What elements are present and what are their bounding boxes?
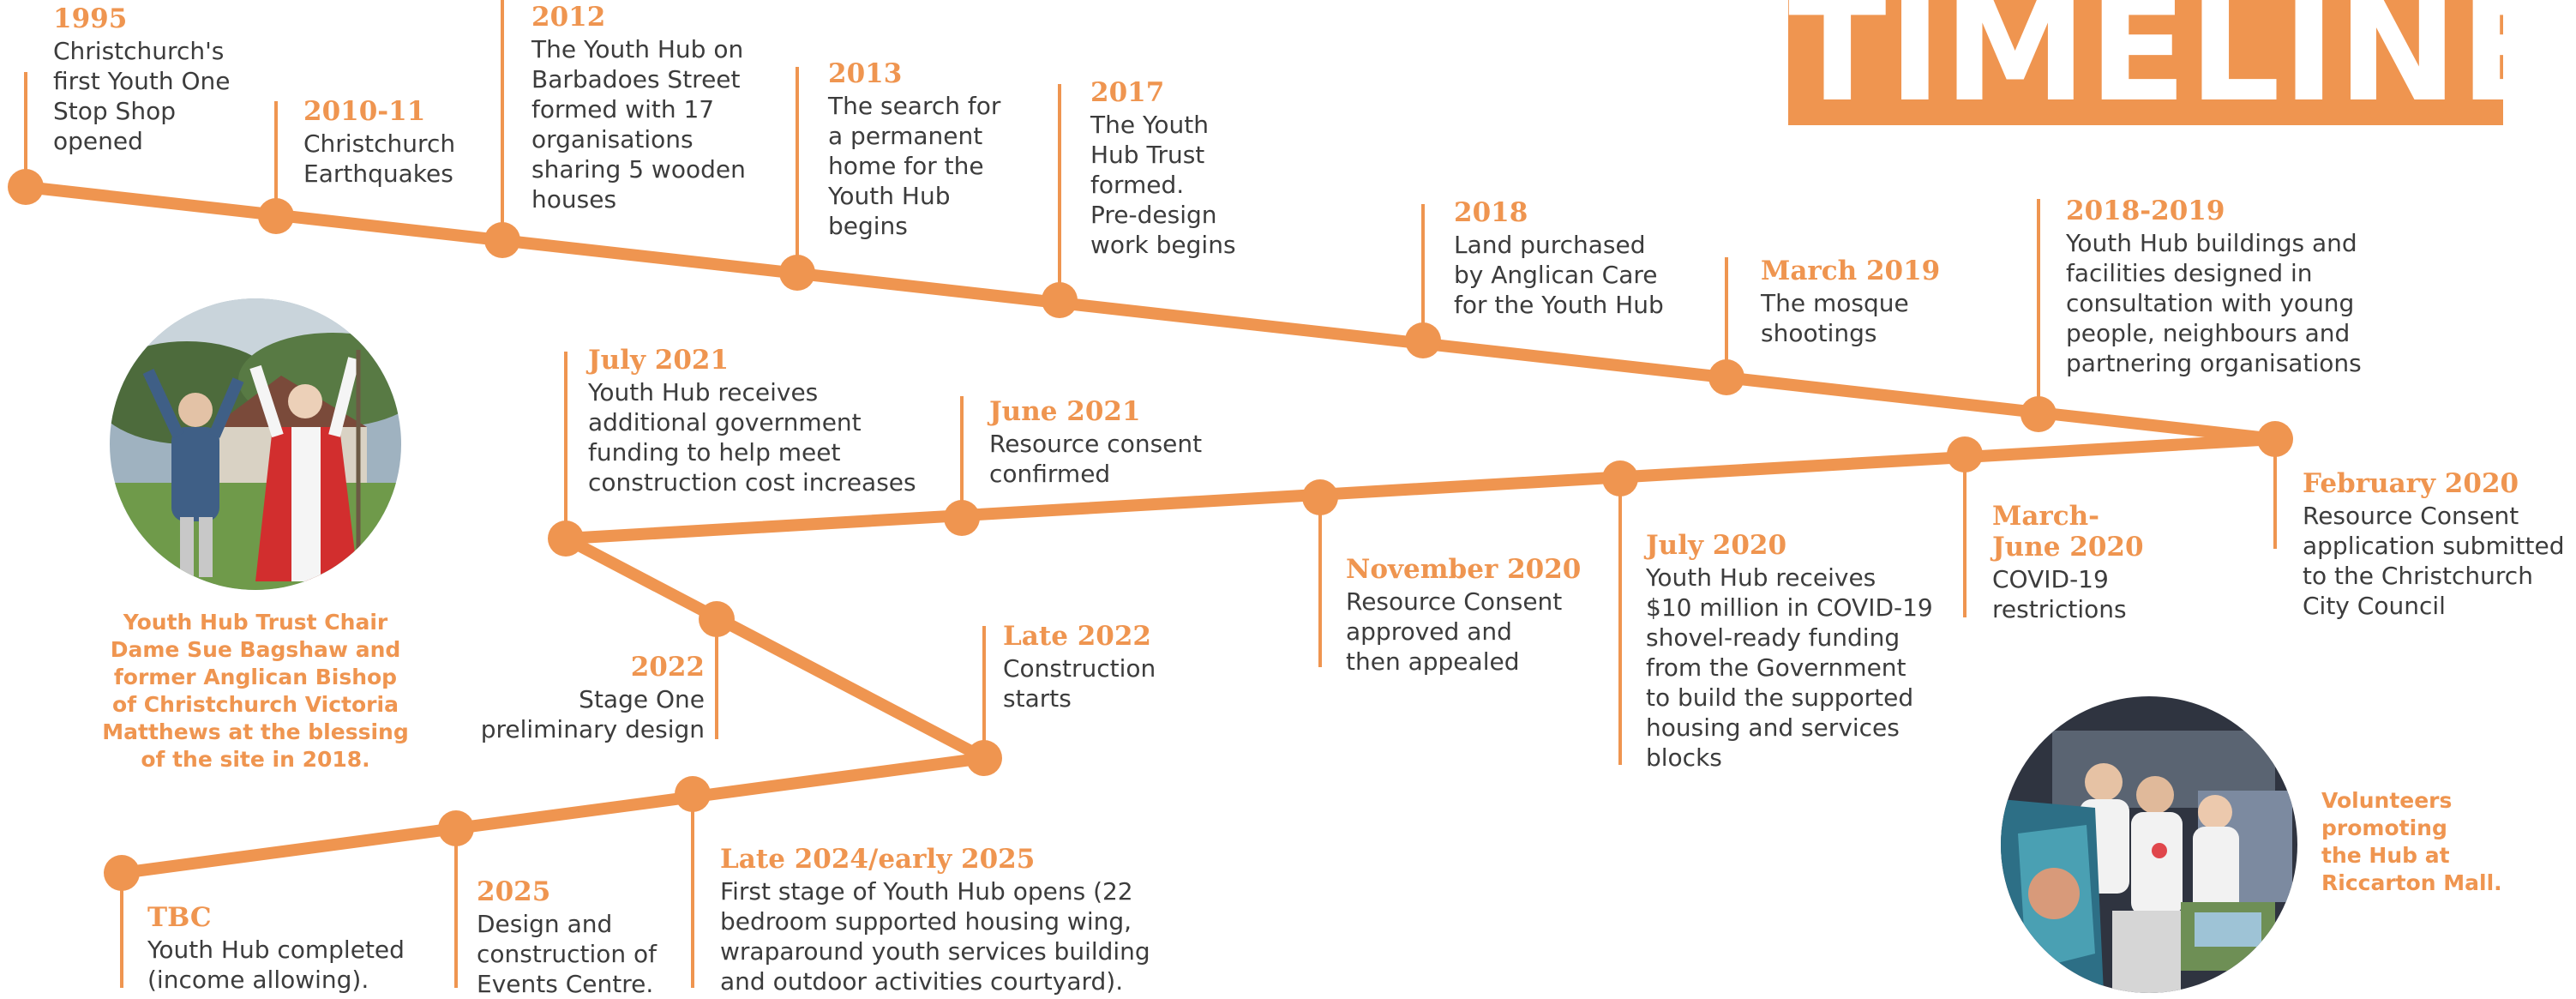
timeline-dot	[699, 601, 735, 637]
event-label: March 2019	[1761, 256, 1941, 286]
event-description: First stage of Youth Hub opens (22 bedro…	[720, 877, 1150, 996]
timeline-dot	[1042, 282, 1078, 318]
timeline-dot	[484, 222, 520, 258]
blessing-caption: Youth Hub Trust Chair Dame Sue Bagshaw a…	[102, 610, 409, 772]
timeline-dot	[8, 169, 44, 205]
event-label: February 2020	[2303, 468, 2519, 499]
event-description: Youth Hub completed (income allowing).	[147, 936, 405, 994]
event-1995: 1995 Christchurch's first Youth One Stop…	[53, 3, 276, 156]
event-label: TBC	[147, 902, 212, 933]
timeline-dot	[1602, 460, 1638, 496]
event-2010-11: 2010-11 Christchurch Earthquakes	[303, 96, 509, 189]
event-march-2019: March 2019 The mosque shootings	[1761, 256, 1984, 348]
timeline-dot	[944, 500, 980, 536]
event-description: Design and construction of Events Centre…	[477, 910, 658, 998]
event-label: March- June 2020	[1992, 501, 2144, 563]
event-july-2020: July 2020 Youth Hub receives $10 million…	[1646, 530, 1955, 773]
event-description: The search for a permanent home for the …	[828, 92, 1001, 240]
event-description: Youth Hub receives $10 million in COVID-…	[1646, 563, 1933, 772]
event-2025: 2025 Design and construction of Events C…	[477, 876, 700, 999]
event-description: Land purchased by Anglican Care for the …	[1454, 231, 1664, 319]
event-description: Construction starts	[1003, 654, 1156, 713]
timeline-dot	[548, 521, 584, 557]
event-description: Resource consent confirmed	[989, 430, 1203, 488]
event-label: November 2020	[1346, 554, 1582, 585]
event-description: Christchurch Earthquakes	[303, 129, 456, 188]
event-label: June 2021	[989, 396, 1141, 427]
timeline-dot	[2257, 421, 2293, 457]
event-label: July 2020	[1646, 530, 1787, 561]
event-march-june-2020: March- June 2020 COVID-19 restrictions	[1992, 501, 2189, 624]
volunteers-photo	[2001, 696, 2297, 993]
event-description: The Youth Hub Trust formed. Pre-design w…	[1090, 111, 1236, 259]
timeline-dot	[1302, 479, 1338, 515]
timeline-dot	[779, 255, 815, 291]
event-description: Stage One preliminary design	[480, 685, 705, 743]
event-label: 2025	[477, 876, 551, 907]
event-description: COVID-19 restrictions	[1992, 565, 2127, 623]
event-label: 2018-2019	[2066, 196, 2225, 226]
timeline-dot	[2021, 396, 2057, 432]
event-july-2021: July 2021 Youth Hub receives additional …	[588, 345, 965, 497]
event-2022: 2022 Stage One preliminary design	[468, 652, 705, 744]
event-label: 2013	[828, 58, 903, 89]
event-description: Christchurch's first Youth One Stop Shop…	[53, 37, 231, 155]
page-title: TIMELINE	[1788, 0, 2503, 125]
event-late-2024-early-2025: Late 2024/early 2025 First stage of Yout…	[720, 844, 1200, 996]
event-label: 2010-11	[303, 96, 426, 127]
event-label: 1995	[53, 3, 128, 34]
event-label: Late 2024/early 2025	[720, 844, 1036, 875]
timeline-dot	[258, 198, 294, 234]
event-late-2022: Late 2022 Construction starts	[1003, 621, 1226, 713]
event-2018: 2018 Land purchased by Anglican Care for…	[1454, 197, 1737, 320]
blessing-photo	[110, 298, 401, 590]
timeline-dot	[1708, 359, 1744, 395]
volunteers-caption: Volunteers promoting the Hub at Riccarto…	[2321, 788, 2502, 895]
event-label: 2018	[1454, 197, 1528, 228]
event-description: The mosque shootings	[1761, 289, 1909, 347]
event-november-2020: November 2020 Resource Consent approved …	[1346, 554, 1620, 677]
event-label: 2017	[1090, 77, 1165, 108]
event-2018-2019: 2018-2019 Youth Hub buildings and facili…	[2066, 196, 2409, 378]
timeline-dot	[438, 810, 474, 846]
event-label: 2022	[630, 652, 705, 683]
timeline-dot	[1405, 322, 1441, 358]
event-description: Youth Hub buildings and facilities desig…	[2066, 229, 2362, 377]
event-february-2020: February 2020 Resource Consent applicati…	[2303, 468, 2570, 621]
timeline-dot	[675, 776, 711, 812]
timeline-dot	[104, 855, 140, 891]
event-description: Resource Consent application submitted t…	[2303, 502, 2565, 620]
event-description: The Youth Hub on Barbadoes Street formed…	[531, 35, 746, 214]
event-description: Youth Hub receives additional government…	[588, 378, 916, 496]
timeline-dot	[966, 740, 1002, 776]
event-label: 2012	[531, 2, 606, 33]
event-2012: 2012 The Youth Hub on Barbadoes Street f…	[531, 2, 806, 214]
event-tbc: TBC Youth Hub completed (income allowing…	[147, 902, 439, 995]
event-description: Resource Consent approved and then appea…	[1346, 587, 1563, 676]
title-banner: TIMELINE	[1788, 0, 2503, 125]
event-label: July 2021	[588, 345, 730, 376]
event-label: Late 2022	[1003, 621, 1151, 652]
event-2017: 2017 The Youth Hub Trust formed. Pre-des…	[1090, 77, 1313, 260]
event-2013: 2013 The search for a permanent home for…	[828, 58, 1060, 241]
timeline-dot	[1947, 436, 1983, 472]
event-june-2021: June 2021 Resource consent confirmed	[989, 396, 1264, 489]
